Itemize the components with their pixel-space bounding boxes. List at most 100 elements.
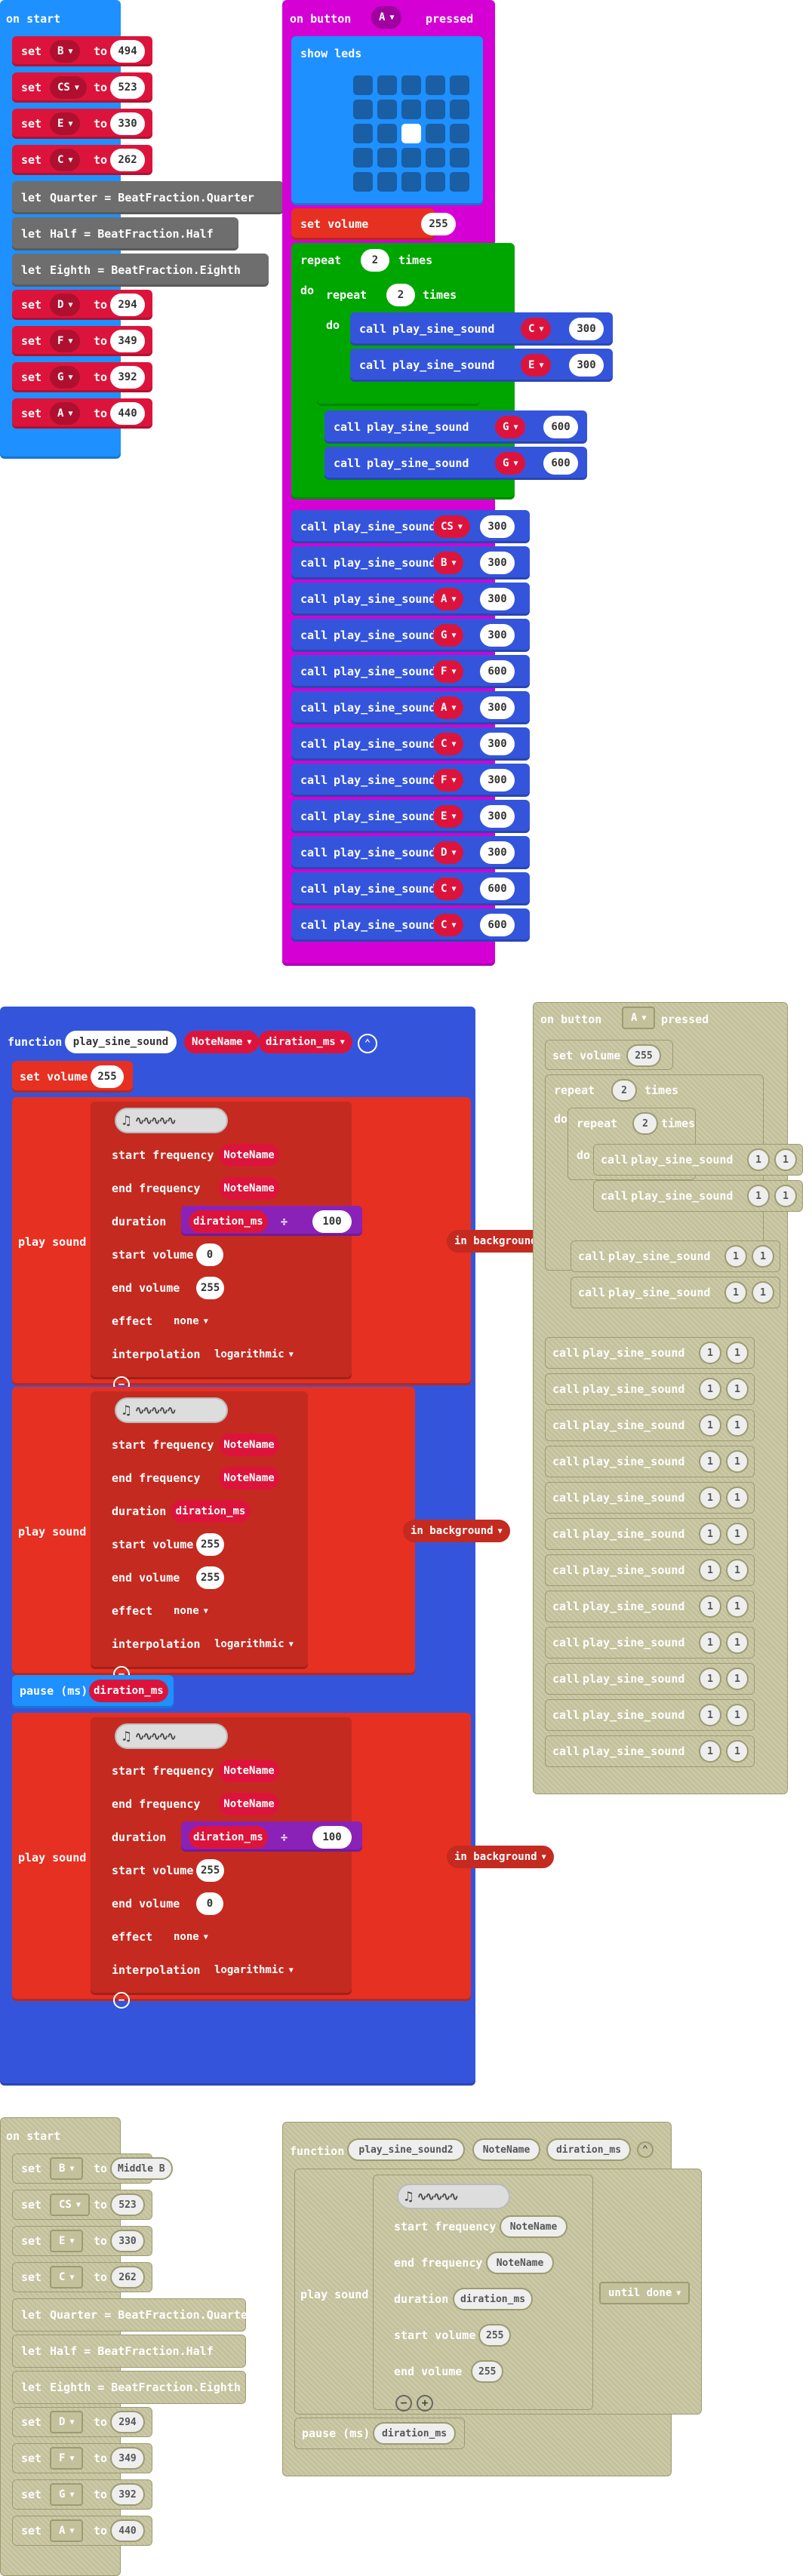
note-dropdown[interactable]: G▼ xyxy=(495,452,526,475)
arg-input[interactable]: 1 xyxy=(726,1559,749,1582)
chevron-down-icon[interactable]: ▼ xyxy=(451,667,457,676)
sine-waveform-picker[interactable]: ♫∿∿∿∿∿ xyxy=(115,1397,228,1423)
param-duration[interactable]: diration_ms xyxy=(546,2138,631,2161)
duration-input[interactable]: 300 xyxy=(480,841,515,864)
chevron-down-icon[interactable]: ▼ xyxy=(288,1966,294,1975)
variable-dropdown[interactable]: A▼ xyxy=(50,402,81,425)
value-input[interactable]: 440 xyxy=(110,402,145,425)
led-cell[interactable] xyxy=(353,100,373,119)
variable-dropdown[interactable]: G▼ xyxy=(50,366,81,389)
effect-dropdown[interactable]: none▼ xyxy=(166,1310,216,1333)
duration-input[interactable]: 300 xyxy=(480,733,515,755)
value-input[interactable]: 523 xyxy=(110,76,145,99)
value-input[interactable]: 262 xyxy=(110,149,145,171)
duration-input[interactable]: 300 xyxy=(480,696,515,719)
interpolation-dropdown[interactable]: logarithmic▼ xyxy=(207,1343,301,1366)
led-cell[interactable] xyxy=(377,124,397,143)
arg-input[interactable]: 1 xyxy=(724,1281,747,1304)
duration-input[interactable]: 600 xyxy=(543,416,578,438)
led-cell[interactable] xyxy=(353,148,373,168)
repeat-count[interactable]: 2 xyxy=(386,284,415,306)
arg-input[interactable]: 1 xyxy=(699,1704,721,1726)
add-icon[interactable]: + xyxy=(417,2395,433,2412)
value-input[interactable]: 349 xyxy=(110,330,145,352)
volume-input[interactable]: 255 xyxy=(196,1533,225,1556)
chevron-down-icon[interactable]: ▼ xyxy=(513,423,518,432)
repeat-count[interactable]: 2 xyxy=(361,249,389,272)
value-input[interactable]: 294 xyxy=(110,294,145,316)
variable-dropdown[interactable]: B▼ xyxy=(50,2157,84,2180)
variable-dropdown[interactable]: CS▼ xyxy=(50,76,87,99)
variable-dropdown[interactable]: G▼ xyxy=(50,2483,84,2506)
chevron-down-icon[interactable]: ▼ xyxy=(451,631,457,640)
led-cell[interactable] xyxy=(401,124,421,143)
dur-input[interactable]: diration_ms xyxy=(453,2288,534,2310)
chevron-down-icon[interactable]: ▼ xyxy=(451,558,457,567)
chevron-down-icon[interactable]: ▼ xyxy=(74,83,79,92)
param-notename[interactable]: NoteName▼ xyxy=(184,1031,260,1053)
variable-dropdown[interactable]: A▼ xyxy=(50,2519,84,2542)
led-cell[interactable] xyxy=(426,75,445,95)
arg-input[interactable]: 1 xyxy=(726,1523,749,1545)
chevron-down-icon[interactable]: ▼ xyxy=(69,2164,75,2173)
note-dropdown[interactable]: F▼ xyxy=(433,660,464,683)
variable-dropdown[interactable]: C▼ xyxy=(50,2266,84,2289)
arg-input[interactable]: 1 xyxy=(699,1559,721,1582)
variable-dropdown[interactable]: D▼ xyxy=(50,294,81,316)
arg-input[interactable]: 1 xyxy=(699,1414,721,1437)
variable-dropdown[interactable]: B▼ xyxy=(50,40,81,63)
led-cell[interactable] xyxy=(377,148,397,168)
effect-dropdown[interactable]: none▼ xyxy=(166,1926,216,1948)
arg-input[interactable]: 1 xyxy=(774,1185,797,1207)
set-volume-block[interactable] xyxy=(291,208,435,240)
value-input[interactable]: 349 xyxy=(110,2447,145,2470)
led-cell[interactable] xyxy=(450,148,469,168)
sound-expression[interactable] xyxy=(91,1102,352,1379)
arg-input[interactable]: 1 xyxy=(699,1631,721,1654)
chevron-down-icon[interactable]: ▼ xyxy=(457,522,463,531)
duration-input[interactable]: 300 xyxy=(480,624,515,647)
note-dropdown[interactable]: E▼ xyxy=(521,354,552,377)
pause-var[interactable]: diration_ms xyxy=(373,2422,456,2445)
remove-icon[interactable]: − xyxy=(395,2395,412,2412)
chevron-down-icon[interactable]: ▼ xyxy=(541,1852,546,1861)
chevron-down-icon[interactable]: ▼ xyxy=(451,884,457,893)
let-block[interactable] xyxy=(12,2335,246,2368)
interpolation-dropdown[interactable]: logarithmic▼ xyxy=(207,1633,301,1655)
arg-input[interactable]: 1 xyxy=(726,1414,749,1437)
value-input[interactable]: 523 xyxy=(110,2193,145,2216)
param-notename[interactable]: NoteName xyxy=(472,2138,540,2161)
arg-input[interactable]: 1 xyxy=(699,1668,721,1690)
param-duration[interactable]: diration_ms▼ xyxy=(258,1031,352,1053)
call-block[interactable] xyxy=(545,1735,755,1767)
led-cell[interactable] xyxy=(353,75,373,95)
value-input[interactable]: 392 xyxy=(110,366,145,389)
chevron-down-icon[interactable]: ▼ xyxy=(203,1606,208,1615)
chevron-down-icon[interactable]: ▼ xyxy=(247,1037,252,1047)
ef-input[interactable]: NoteName xyxy=(486,2252,554,2274)
led-cell[interactable] xyxy=(353,124,373,143)
chevron-down-icon[interactable]: ▼ xyxy=(68,47,73,56)
until-done-dropdown[interactable]: until done▼ xyxy=(599,2282,691,2304)
led-cell[interactable] xyxy=(377,172,397,192)
value-input[interactable]: 330 xyxy=(110,112,145,135)
led-cell[interactable] xyxy=(450,124,469,143)
variable-dropdown[interactable]: F▼ xyxy=(50,2447,84,2470)
pause-var[interactable]: diration_ms xyxy=(89,1680,168,1702)
duration-input[interactable]: 300 xyxy=(480,805,515,828)
arg-input[interactable]: 1 xyxy=(747,1185,770,1207)
arg-input[interactable]: 1 xyxy=(724,1245,747,1268)
led-cell[interactable] xyxy=(401,100,421,119)
duration-var[interactable]: diration_ms xyxy=(171,1500,251,1523)
divisor-input[interactable]: 100 xyxy=(312,1826,352,1849)
remove-icon[interactable]: − xyxy=(113,1992,130,2009)
volume-input[interactable]: 255 xyxy=(196,1277,225,1299)
note-dropdown[interactable]: E▼ xyxy=(433,805,464,828)
frequency-input[interactable]: NoteName xyxy=(219,1760,279,1782)
arg-input[interactable]: 1 xyxy=(726,1740,749,1763)
chevron-down-icon[interactable]: ▼ xyxy=(68,337,73,346)
sound-expression[interactable] xyxy=(91,1717,352,1995)
variable-dropdown[interactable]: E▼ xyxy=(50,2230,84,2252)
variable-dropdown[interactable]: E▼ xyxy=(50,112,81,135)
let-block[interactable] xyxy=(12,2298,246,2332)
